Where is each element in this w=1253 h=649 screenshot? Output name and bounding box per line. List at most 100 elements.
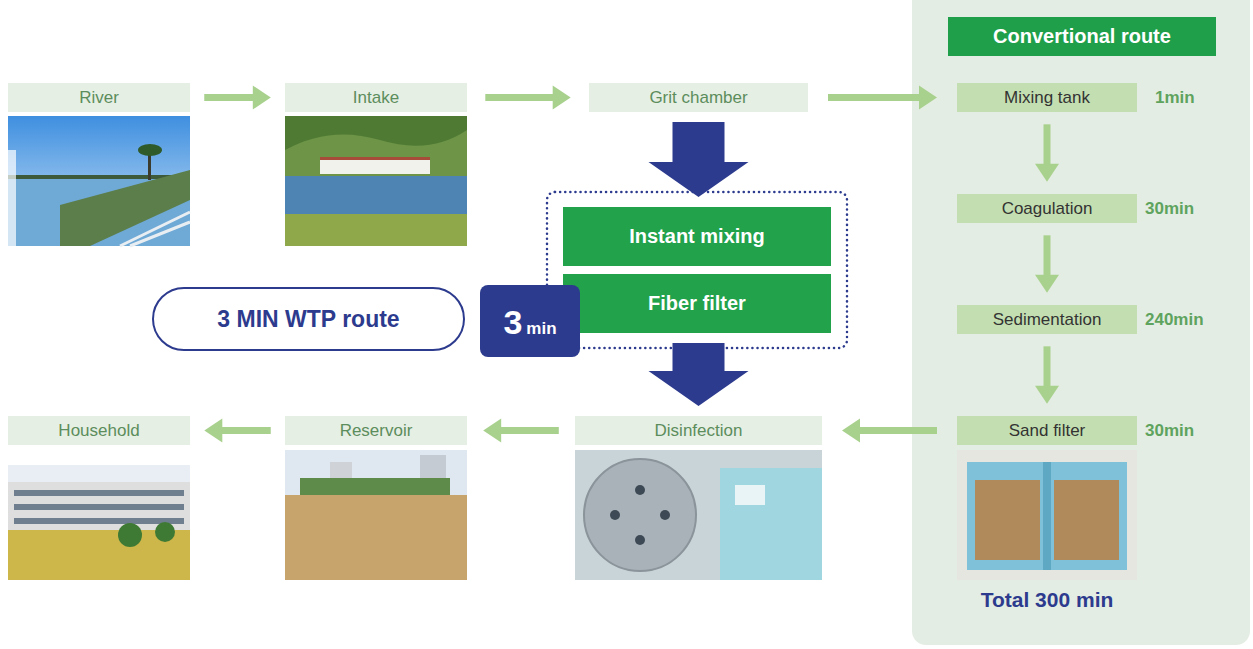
trees [300,478,450,496]
arrow-shaft [485,94,553,101]
arrow-head [253,86,271,110]
node-text: Grit chamber [649,88,747,108]
process-box: Sedimentation [957,305,1137,334]
node-text: Fiber filter [648,292,746,315]
port [610,510,620,520]
disinfection-photo [575,450,822,580]
duration-label: 1min [1155,88,1195,108]
process-box: Coagulation [957,194,1137,223]
flow-arrow [1035,346,1059,403]
node-text: Intake [353,88,399,108]
process-box: Sand filter [957,416,1137,445]
time-number: 3 [503,303,522,342]
railing [120,212,190,246]
process-box: Fiber filter [563,274,831,333]
tree [155,522,175,542]
stage-label: River [8,83,190,112]
arrow-head [842,419,860,443]
arrow-shape [649,343,749,406]
port [635,535,645,545]
flow-arrow-large [649,122,749,197]
stage-label: Reservoir [285,416,467,445]
time-badge: 3min [480,285,580,357]
sky [285,450,467,580]
node-text: Coagulation [1002,199,1093,219]
node-text: Disinfection [655,421,743,441]
tree [118,523,142,547]
port [635,485,645,495]
flow-arrow [1035,124,1059,181]
process-box: Instant mixing [563,207,831,266]
grass [285,214,467,246]
arrow-shaft [204,94,254,101]
process-box: Mixing tank [957,83,1137,112]
arrow-head [1035,164,1059,182]
household-photo [8,465,190,580]
time-unit: min [526,319,556,339]
node-text: Mixing tank [1004,88,1090,108]
arrow-shaft [221,427,271,434]
stage-label: Intake [285,83,467,112]
hill-top [285,116,467,150]
river-photo [8,116,190,246]
control-cabinet [720,468,822,580]
pole [8,150,16,246]
panel-display [735,485,765,505]
hill [285,116,467,246]
embankment [60,170,190,246]
duration-label: 240min [1145,310,1204,330]
duration-label: 30min [1145,199,1194,219]
node-text: Sand filter [1009,421,1086,441]
reservoir-photo [285,450,467,580]
flow-arrow-large [649,343,749,406]
arrow-head [204,419,222,443]
duration-label: 30min [1145,421,1194,441]
arrow-shaft [1044,346,1051,386]
flow-arrow [485,86,570,110]
node-text: Reservoir [340,421,413,441]
sky [8,116,190,246]
palm-leaves [138,144,162,156]
dry-field [285,495,467,580]
flow-arrow [483,419,559,443]
stage-label: Household [8,416,190,445]
arrow-head [1035,386,1059,404]
intake-photo [285,116,467,246]
window-row [14,490,184,496]
route-panel [912,0,1250,645]
pool [967,462,1127,570]
node-text: Instant mixing [629,225,765,248]
arrow-shaft [828,94,920,101]
arrow-shape [649,122,749,197]
flow-arrow [842,419,937,443]
total-time: Total 300 min [957,588,1137,612]
panel-header: Convertional route [948,17,1216,56]
dotted-group-outline [547,192,847,348]
tank [584,459,696,571]
flow-arrow [204,419,270,443]
node-text: River [79,88,119,108]
window-row [14,504,184,510]
node-text: Sedimentation [993,310,1102,330]
stage-label: Grit chamber [589,83,808,112]
water [285,176,467,214]
channel [1043,462,1051,570]
arrow-head [1035,275,1059,293]
sky [8,465,190,580]
arrow-head [919,86,937,110]
flow-arrow [828,86,937,110]
node-text: Household [58,421,139,441]
filter-bed [1054,480,1119,560]
arrow-shaft [859,427,937,434]
arrow-shaft [500,427,559,434]
node-text: 3 MIN WTP route [217,306,399,333]
route-pill: 3 MIN WTP route [152,287,465,351]
flow-arrow [204,86,271,110]
room [575,450,822,580]
filter-bed [975,480,1040,560]
stage-label: Disinfection [575,416,822,445]
window-row [14,518,184,524]
frame [957,450,1137,580]
arrow-shaft [1044,235,1051,275]
